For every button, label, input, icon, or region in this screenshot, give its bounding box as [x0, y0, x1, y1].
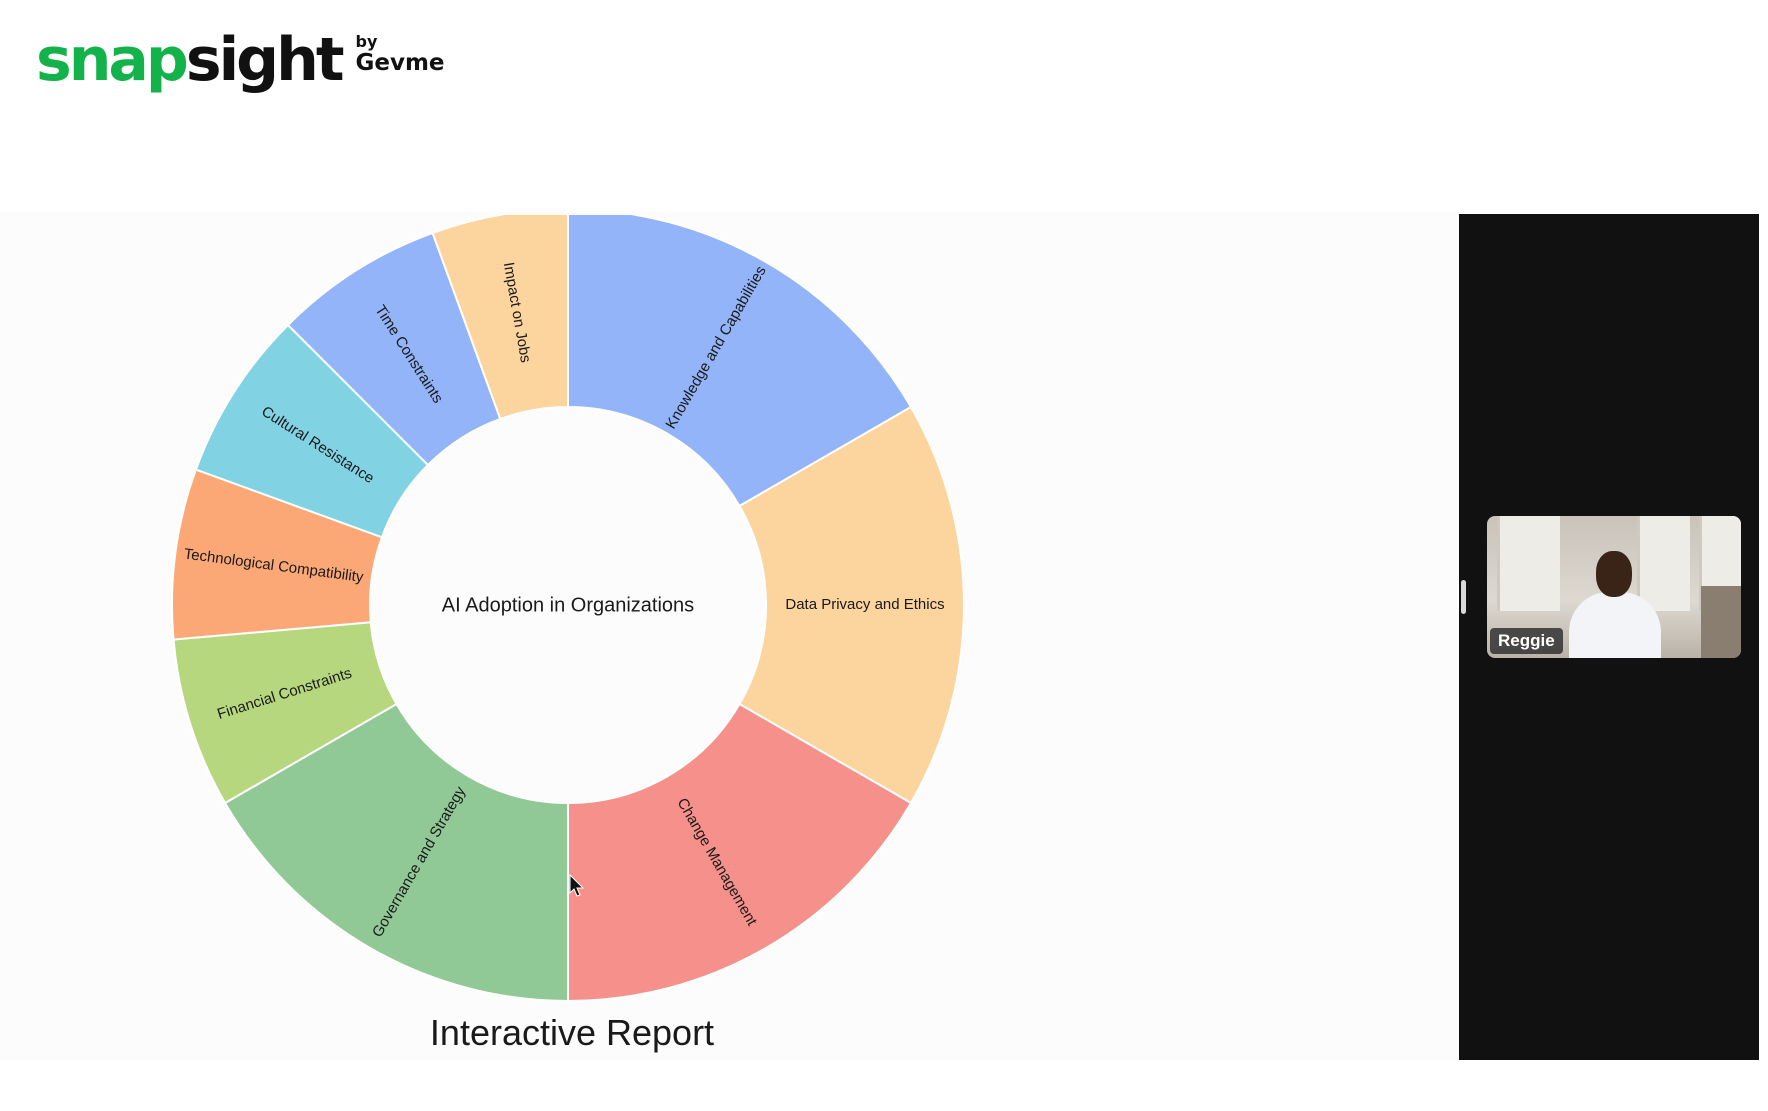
- logo-by: by: [355, 32, 378, 51]
- background-desk: [1701, 586, 1741, 658]
- logo-sight: sight: [185, 25, 345, 95]
- logo-byline: by Gevme: [355, 32, 445, 76]
- donut-segment[interactable]: [223, 702, 569, 1003]
- logo-snap: snap: [36, 25, 189, 95]
- report-title: Interactive Report: [429, 1012, 715, 1053]
- video-panel: Reggie: [1459, 214, 1759, 1060]
- donut-segment[interactable]: [567, 212, 913, 508]
- drag-handle-icon[interactable]: [1461, 580, 1466, 614]
- logo-wordmark: snapsight: [36, 30, 344, 90]
- participant-head: [1596, 551, 1632, 597]
- donut-segment[interactable]: [738, 405, 965, 805]
- background-window: [1497, 516, 1560, 611]
- donut-segment[interactable]: [431, 212, 569, 421]
- participant-video-tile[interactable]: Reggie: [1487, 516, 1741, 658]
- participant-body: [1569, 592, 1661, 658]
- logo-company: Gevme: [355, 49, 445, 76]
- donut-segment[interactable]: [567, 702, 913, 1003]
- background-window: [1637, 516, 1690, 611]
- donut-center-label: AI Adoption in Organizations: [442, 594, 694, 616]
- snapsight-logo: snapsight by Gevme: [36, 20, 445, 100]
- participant-name-tag: Reggie: [1490, 628, 1563, 654]
- donut-segment-label: Data Privacy and Ethics: [785, 596, 944, 613]
- mouse-pointer-icon: [569, 874, 585, 897]
